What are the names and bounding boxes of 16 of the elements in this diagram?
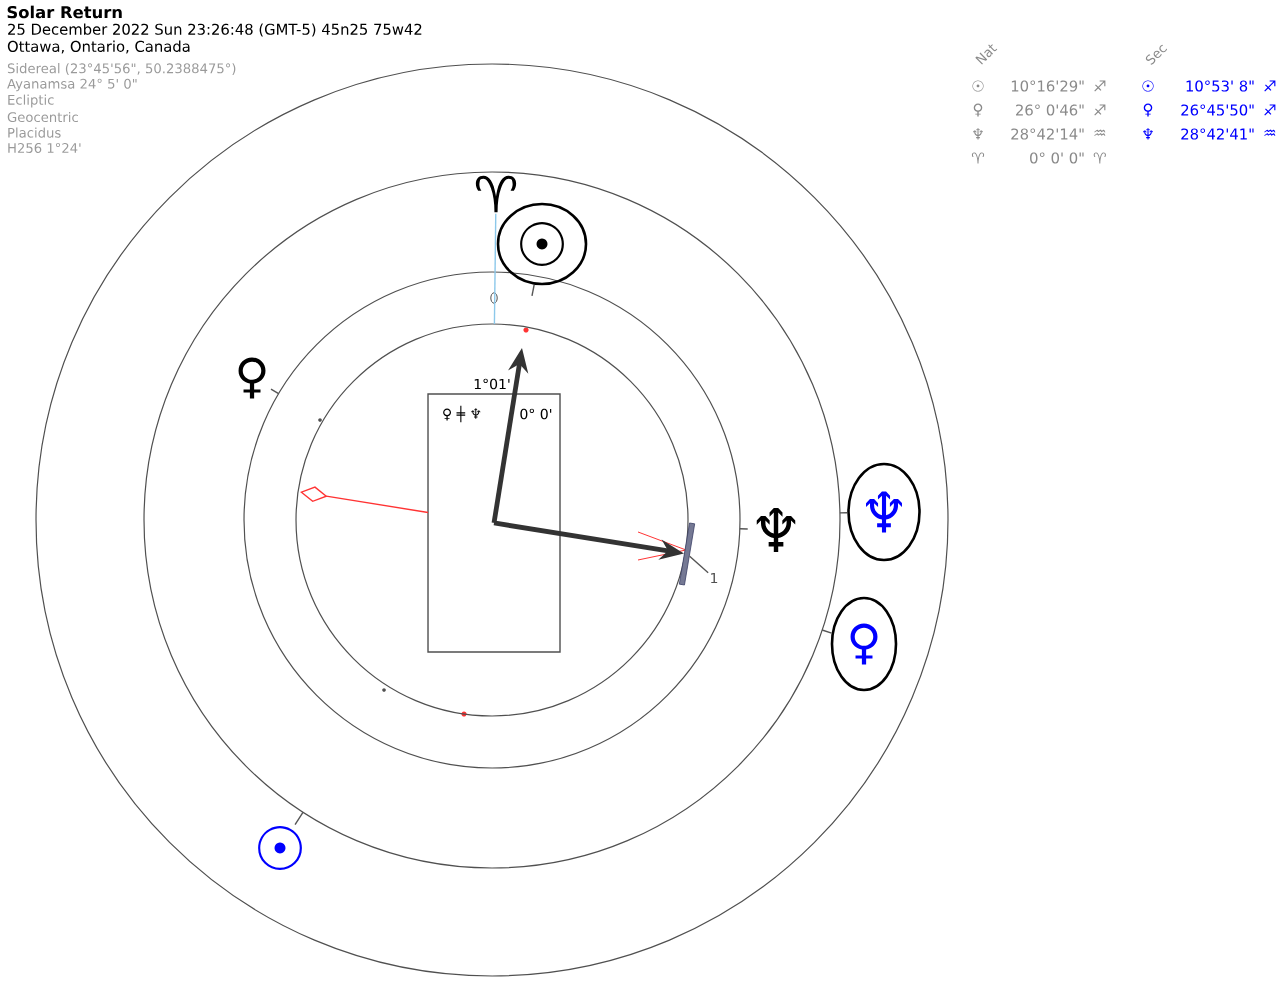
leader-line — [739, 528, 749, 530]
ring — [295, 323, 689, 717]
cusp-bar — [678, 522, 696, 586]
chart-title: Solar Return — [7, 5, 122, 19]
neptune-symbol: ♆ — [756, 508, 796, 552]
ring — [143, 171, 841, 869]
venus-symbol: ♀ — [238, 357, 266, 399]
diamond-pointer — [300, 486, 429, 514]
leader-line — [270, 388, 280, 395]
leader-line — [531, 283, 535, 297]
leader-line — [493, 213, 497, 325]
leader-line — [294, 811, 304, 826]
sun-symbol: ☉ — [258, 826, 302, 870]
leader-line — [839, 512, 848, 514]
leader-line — [821, 629, 833, 634]
leader-line — [688, 555, 709, 574]
